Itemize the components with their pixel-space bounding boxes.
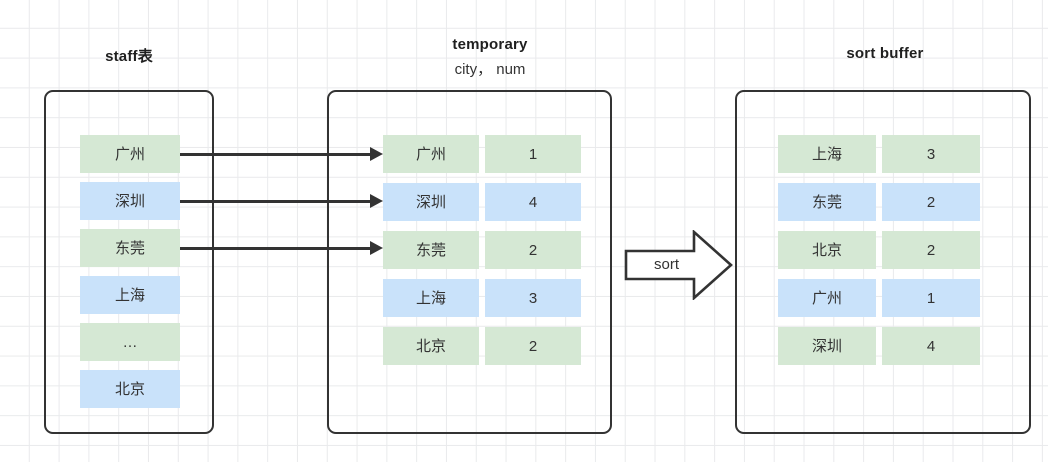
- sort-arrow-icon: [624, 230, 734, 300]
- staff-cell-city-0: 广州: [80, 135, 180, 173]
- sort-buffer-cell-city-1: 东莞: [778, 183, 876, 221]
- staff-cell-city-3: 上海: [80, 276, 180, 314]
- temporary-cell-num-4: 2: [485, 327, 581, 365]
- sort-buffer-panel-title: sort buffer: [846, 45, 924, 62]
- sort-buffer-cell-city-2: 北京: [778, 231, 876, 269]
- temporary-cell-city-0: 广州: [383, 135, 479, 173]
- temporary-cell-city-4: 北京: [383, 327, 479, 365]
- sort-buffer-cell-city-3: 广州: [778, 279, 876, 317]
- temporary-panel-title: temporary: [452, 36, 528, 53]
- staff-cell-city-2: 东莞: [80, 229, 180, 267]
- staff-cell-city-5: 北京: [80, 370, 180, 408]
- temporary-cell-city-3: 上海: [383, 279, 479, 317]
- temporary-cell-num-1: 4: [485, 183, 581, 221]
- connector-arrowhead-0: [370, 146, 383, 161]
- sort-buffer-cell-city-0: 上海: [778, 135, 876, 173]
- staff-table-box: [44, 90, 214, 434]
- temporary-cell-num-0: 1: [485, 135, 581, 173]
- staff-cell-city-1: 深圳: [80, 182, 180, 220]
- sort-buffer-cell-num-1: 2: [882, 183, 980, 221]
- connector-line-2: [180, 246, 372, 250]
- connector-line-0: [180, 152, 372, 156]
- sort-buffer-cell-num-3: 1: [882, 279, 980, 317]
- temporary-cell-num-2: 2: [485, 231, 581, 269]
- sort-buffer-cell-city-4: 深圳: [778, 327, 876, 365]
- temporary-cell-num-3: 3: [485, 279, 581, 317]
- connector-arrowhead-2: [370, 240, 383, 255]
- staff-cell-city-4: …: [80, 323, 180, 361]
- sort-buffer-cell-num-4: 4: [882, 327, 980, 365]
- sort-buffer-cell-num-2: 2: [882, 231, 980, 269]
- staff-panel-title: staff表: [105, 48, 153, 65]
- sort-buffer-cell-num-0: 3: [882, 135, 980, 173]
- temporary-cell-city-1: 深圳: [383, 183, 479, 221]
- connector-arrowhead-1: [370, 193, 383, 208]
- temporary-cell-city-2: 东莞: [383, 231, 479, 269]
- temporary-table-box: [327, 90, 612, 434]
- sort-buffer-table-box: [735, 90, 1031, 434]
- connector-line-1: [180, 199, 372, 203]
- temporary-panel-subtitle: city， num: [454, 61, 526, 78]
- sort-arrow-label: sort: [653, 256, 679, 273]
